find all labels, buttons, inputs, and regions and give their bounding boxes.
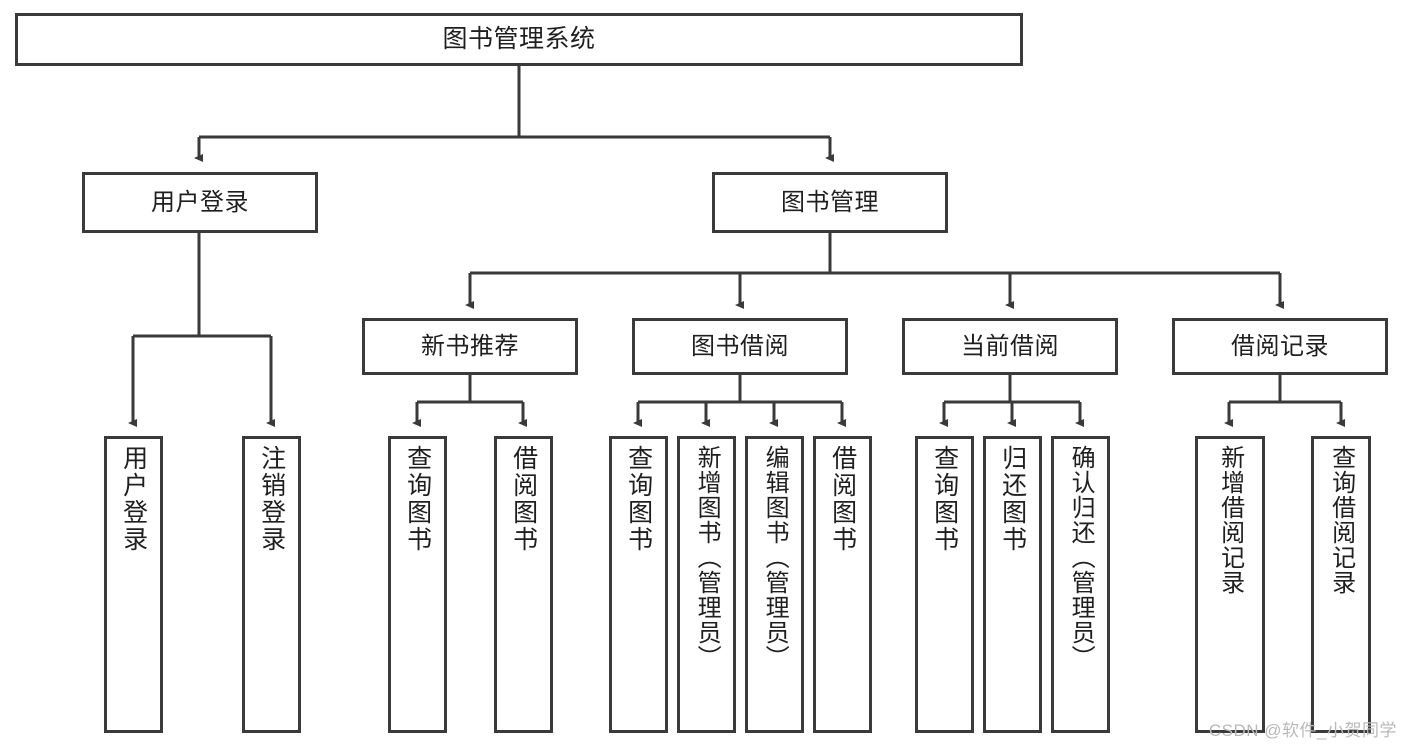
leaf-new-book-borrow-label: 借阅图书 (509, 445, 538, 553)
leaf-new-book-borrow[interactable]: 借阅图书 (494, 436, 553, 733)
node-current-borrow[interactable]: 当前借阅 (902, 318, 1118, 375)
node-book-borrow-label: 图书借阅 (691, 332, 789, 360)
node-borrow-record[interactable]: 借阅记录 (1172, 318, 1388, 375)
leaf-user-login-logout-label: 注销登录 (257, 445, 286, 553)
leaf-book-borrow-edit-label: 编辑图书（管理员） (761, 445, 789, 670)
watermark-text: CSDN @软件_小贺同学 (1208, 721, 1397, 740)
leaf-current-borrow-query[interactable]: 查询图书 (915, 436, 974, 733)
node-new-book-recommend[interactable]: 新书推荐 (362, 318, 578, 375)
node-borrow-record-label: 借阅记录 (1231, 332, 1329, 360)
leaf-book-borrow-add[interactable]: 新增图书（管理员） (677, 436, 736, 733)
node-root-label: 图书管理系统 (442, 25, 596, 54)
leaf-book-borrow-query-label: 查询图书 (624, 445, 653, 553)
node-user-login[interactable]: 用户登录 (82, 172, 318, 233)
leaf-book-borrow-add-label: 新增图书（管理员） (693, 445, 721, 670)
leaf-new-book-query-label: 查询图书 (403, 445, 432, 553)
leaf-book-borrow-edit[interactable]: 编辑图书（管理员） (745, 436, 804, 733)
node-book-borrow[interactable]: 图书借阅 (632, 318, 848, 375)
leaf-current-borrow-confirm-label: 确认归还（管理员） (1067, 445, 1095, 670)
leaf-borrow-record-add[interactable]: 新增借阅记录 (1195, 436, 1265, 733)
node-current-borrow-label: 当前借阅 (961, 332, 1059, 360)
leaf-current-borrow-return-label: 归还图书 (998, 445, 1027, 553)
leaf-book-borrow-query[interactable]: 查询图书 (609, 436, 668, 733)
leaf-new-book-query[interactable]: 查询图书 (388, 436, 447, 733)
leaf-borrow-record-add-label: 新增借阅记录 (1216, 445, 1244, 595)
leaf-user-login-login-label: 用户登录 (119, 445, 148, 553)
leaf-borrow-record-query-label: 查询借阅记录 (1327, 445, 1355, 595)
node-user-login-label: 用户登录 (151, 188, 249, 216)
leaf-book-borrow-borrow-label: 借阅图书 (828, 445, 857, 553)
leaf-current-borrow-return[interactable]: 归还图书 (983, 436, 1042, 733)
node-root[interactable]: 图书管理系统 (15, 13, 1023, 66)
node-new-book-recommend-label: 新书推荐 (421, 332, 519, 360)
node-book-manage-label: 图书管理 (781, 188, 879, 216)
leaf-borrow-record-query[interactable]: 查询借阅记录 (1311, 436, 1371, 733)
leaf-current-borrow-query-label: 查询图书 (930, 445, 959, 553)
node-book-manage[interactable]: 图书管理 (712, 172, 948, 233)
leaf-user-login-logout[interactable]: 注销登录 (242, 436, 301, 733)
leaf-user-login-login[interactable]: 用户登录 (104, 436, 163, 733)
leaf-current-borrow-confirm[interactable]: 确认归还（管理员） (1051, 436, 1110, 733)
leaf-book-borrow-borrow[interactable]: 借阅图书 (813, 436, 872, 733)
